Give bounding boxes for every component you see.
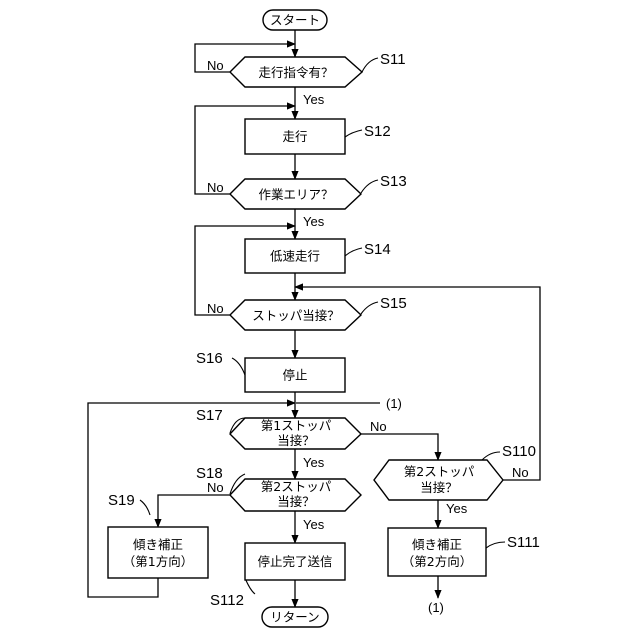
step-s19: S19 [108,492,135,509]
decision-s110-line2: 当接？ [420,480,458,495]
leader-s19 [140,500,150,515]
no-label-s18: No [207,480,224,495]
process-s14-label: 低速走行 [270,249,320,264]
step-s16: S16 [196,350,223,367]
process-s111-line1: 傾き補正 [412,537,462,552]
decision-s15: ストッパ当接？ [230,300,361,330]
process-s111-line2: （第2方向） [402,554,472,569]
leader-s110 [482,452,500,460]
step-s110: S110 [502,443,536,460]
process-s19-line1: 傾き補正 [133,537,183,552]
no-label-s11: No [207,58,224,73]
decision-s17: 第1ストッパ 当接？ [230,418,361,449]
process-s19-line2: （第1方向） [123,554,193,569]
process-s16-label: 停止 [282,368,307,383]
decision-s18-line2: 当接？ [277,494,315,509]
leader-s111 [486,542,505,548]
step-s112: S112 [210,592,244,609]
step-s13: S13 [380,173,407,190]
yes-label-s13: Yes [303,214,325,229]
no-label-s110: No [512,465,529,480]
decision-s18: 第2ストッパ 当接？ [230,479,361,511]
leader-s12 [345,130,362,137]
decision-s11: 走行指令有？ [230,57,362,87]
connector-1-exit: (1) [428,600,444,615]
process-s12-label: 走行 [282,129,307,144]
process-s14: 低速走行 [245,239,345,273]
step-s18: S18 [196,465,223,482]
decision-s13-label: 作業エリア？ [258,187,333,202]
step-s111: S111 [507,534,540,551]
decision-s18-line1: 第2ストッパ [261,479,331,494]
process-s19: 傾き補正 （第1方向） [108,527,208,578]
end-label: リターン [270,610,319,625]
process-s12: 走行 [245,119,345,154]
no-label-s15: No [207,301,224,316]
step-s14: S14 [364,241,391,258]
leader-s15 [361,302,378,314]
decision-s110-line1: 第2ストッパ [404,464,474,479]
decision-s11-label: 走行指令有？ [258,65,333,80]
yes-label-s110: Yes [446,501,468,516]
yes-label-s11: Yes [303,92,325,107]
start-label: スタート [270,13,320,28]
start-terminator: スタート [263,10,327,30]
no-label-s13: No [207,180,224,195]
end-terminator: リターン [262,607,328,627]
process-s112: 停止完了送信 [245,543,345,580]
step-s11: S11 [380,51,406,68]
yes-label-s17: Yes [303,455,325,470]
process-s16: 停止 [245,358,345,392]
step-s15: S15 [380,295,407,312]
decision-s17-line2: 当接？ [277,433,315,448]
decision-s110: 第2ストッパ 当接？ [374,460,503,500]
connector-1-entry: (1) [386,396,402,411]
process-s112-label: 停止完了送信 [257,554,332,569]
no-label-s17: No [370,419,387,434]
yes-label-s18: Yes [303,517,325,532]
decision-s15-label: ストッパ当接？ [252,308,340,323]
edge-s18-s19 [158,495,230,527]
leader-s16 [232,358,245,375]
edge-s17-s110 [361,434,438,460]
step-s12: S12 [364,123,391,140]
process-s111: 傾き補正 （第2方向） [388,528,486,576]
leader-s11 [362,58,378,72]
decision-s13: 作業エリア？ [230,179,361,209]
decision-s17-line1: 第1ストッパ [261,418,331,433]
leader-s14 [345,248,362,256]
leader-s13 [361,180,378,193]
step-s17: S17 [196,407,223,424]
